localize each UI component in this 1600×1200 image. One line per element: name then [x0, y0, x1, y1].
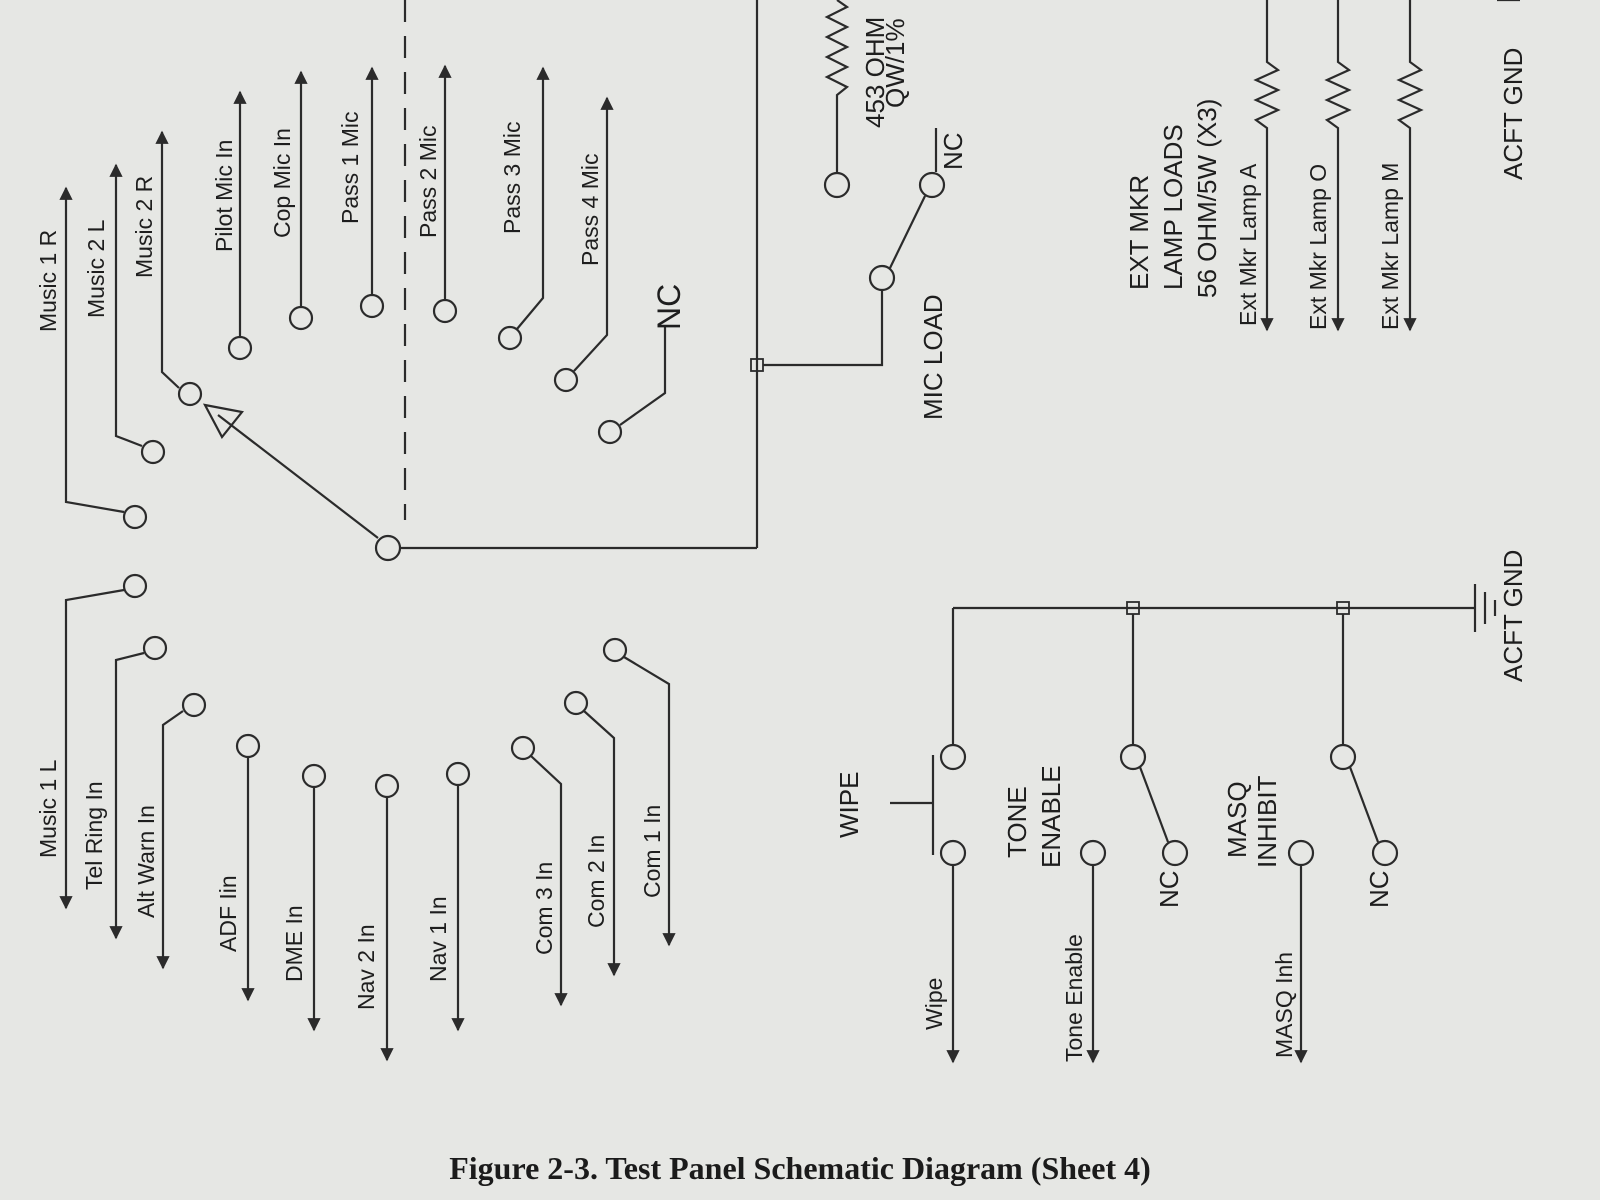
contact-nc-main: [597, 325, 667, 445]
rotary-selector-switch: [59, 0, 757, 1062]
label-wipe-signal: Wipe: [921, 978, 947, 1030]
label-tone-enable-1: TONE: [1002, 786, 1032, 858]
label-nav-1: Nav 1 In: [425, 896, 451, 982]
figure-caption: Figure 2-3. Test Panel Schematic Diagram…: [449, 1150, 1151, 1186]
resistor-terminal: [823, 171, 851, 199]
input-com-3: [510, 735, 568, 1007]
signal-labels: Music 1 R Music 2 L Music 2 R Pilot Mic …: [35, 17, 1528, 1062]
label-resistor-spec: QW/1%: [880, 18, 910, 108]
label-pass-4-mic: Pass 4 Mic: [577, 154, 603, 266]
mic-load-switch-arm: [889, 195, 926, 269]
label-tel-ring: Tel Ring In: [81, 781, 107, 890]
input-dme: [301, 763, 327, 1032]
label-pass-3-mic: Pass 3 Mic: [499, 122, 525, 234]
label-masq-signal: MASQ Inh: [1271, 952, 1297, 1058]
label-dme: DME In: [281, 905, 307, 982]
selector-wiper-arm: [217, 414, 379, 539]
label-tone-enable-2: ENABLE: [1036, 765, 1066, 868]
label-cop-mic: Cop Mic In: [269, 128, 295, 238]
mic-load-common-terminal: [868, 264, 896, 292]
label-alt-warn: Alt Warn In: [133, 805, 159, 918]
input-nav-1: [445, 761, 471, 1032]
mic-load-network: [750, 0, 946, 548]
label-com-1: Com 1 In: [639, 805, 665, 898]
label-music-1-r: Music 1 R: [35, 230, 61, 332]
lamp-load-m: [1396, 0, 1424, 332]
masq-inhibit-switch: [1287, 614, 1399, 1064]
label-music-2-r: Music 2 R: [131, 176, 157, 278]
output-music-1-l: [59, 573, 148, 910]
label-mic-load: MIC LOAD: [918, 294, 948, 420]
tone-enable-switch: [1079, 614, 1189, 1064]
label-acft-gnd-mid: ACFT GND: [1498, 550, 1528, 682]
label-adf: ADF Iin: [215, 875, 241, 952]
label-acft-gnd-top: ACFT GND: [1498, 48, 1528, 180]
label-music-2-l: Music 2 L: [83, 219, 109, 318]
label-com-3: Com 3 In: [531, 862, 557, 955]
ground-bus: [953, 584, 1497, 632]
input-tel-ring: [109, 635, 168, 940]
output-music-2-l: [109, 163, 166, 465]
input-nav-2: [374, 773, 400, 1062]
label-pass-2-mic: Pass 2 Mic: [415, 126, 441, 238]
input-pass-3-mic: [497, 66, 550, 351]
label-lamp-o: Ext Mkr Lamp O: [1305, 164, 1331, 330]
label-nc-tone: NC: [1154, 870, 1184, 908]
input-pass-1-mic: [359, 66, 385, 319]
input-pass-4-mic: [553, 96, 614, 393]
label-com-2: Com 2 In: [583, 835, 609, 928]
label-nav-2: Nav 2 In: [353, 924, 379, 1010]
mic-load-wire: [763, 290, 884, 367]
label-masq-2: INHIBIT: [1252, 775, 1282, 868]
label-wipe-switch: WIPE: [834, 772, 864, 838]
input-com-2: [563, 690, 621, 977]
label-nc-main: NC: [651, 284, 687, 330]
label-masq-1: MASQ: [1222, 781, 1252, 858]
label-ext-mkr-2: LAMP LOADS: [1158, 124, 1188, 290]
label-pilot-mic: Pilot Mic In: [211, 140, 237, 252]
label-tone-signal: Tone Enable: [1061, 934, 1087, 1062]
ext-marker-lamp-loads: [1253, 0, 1520, 332]
label-pass-1-mic: Pass 1 Mic: [337, 112, 363, 224]
input-adf: [235, 733, 261, 1002]
label-ext-mkr-1: EXT MKR: [1124, 175, 1154, 290]
label-lamp-m: Ext Mkr Lamp M: [1377, 163, 1403, 330]
lamp-load-o: [1324, 0, 1352, 332]
input-pass-2-mic: [432, 64, 458, 324]
resistor-453-ohm: [824, 0, 850, 173]
label-lamp-a: Ext Mkr Lamp A: [1235, 163, 1261, 326]
schematic-diagram: Music 1 R Music 2 L Music 2 R Pilot Mic …: [35, 0, 1528, 1064]
lamp-load-a: [1253, 0, 1281, 332]
input-com-1: [602, 637, 676, 947]
label-resistor-value: 453 OHM: [860, 17, 890, 128]
input-pilot-mic: [227, 90, 253, 361]
output-music-2-r: [155, 130, 203, 407]
ground-symbol: [1473, 584, 1497, 632]
selector-wiper-arrowhead: [202, 403, 245, 439]
mic-load-nc-terminal: [918, 171, 946, 199]
label-music-1-l: Music 1 L: [35, 759, 61, 858]
label-nc-masq: NC: [1364, 870, 1394, 908]
output-music-1-r: [59, 186, 148, 530]
input-alt-warn: [156, 692, 207, 970]
label-nc-mic: NC: [938, 132, 968, 170]
input-cop-mic: [288, 70, 314, 331]
selector-common-terminal: [374, 534, 402, 562]
label-ext-mkr-3: 56 OHM/5W (X3): [1192, 99, 1222, 298]
wipe-pushbutton: [890, 608, 967, 1064]
